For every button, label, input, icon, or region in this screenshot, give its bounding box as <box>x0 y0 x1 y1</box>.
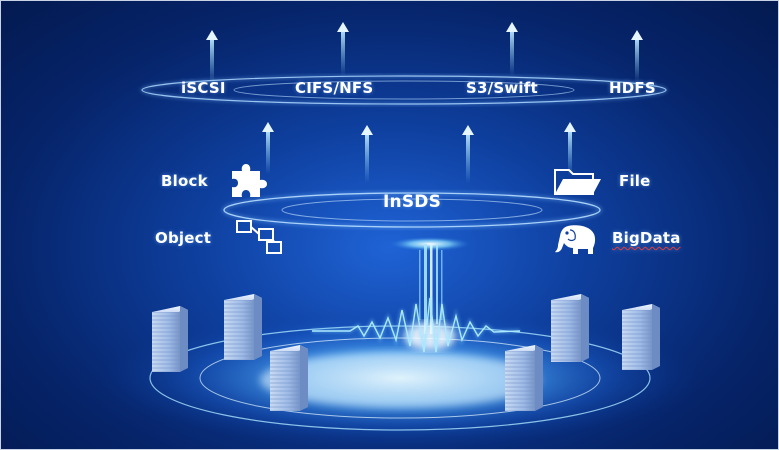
storage-block-label: Block <box>161 172 208 190</box>
protocol-hdfs-label: HDFS <box>609 79 656 97</box>
server-rack-left-front <box>270 345 308 411</box>
protocol-iscsi-label: iSCSI <box>181 79 226 97</box>
storage-bigdata-label: BigData <box>612 229 681 247</box>
server-rack-right-back <box>622 304 660 370</box>
object-nodes-icon <box>236 220 282 254</box>
core-beam <box>390 237 470 350</box>
server-rack-right-mid <box>551 294 589 362</box>
protocol-s3-swift-label: S3/Swift <box>466 79 538 97</box>
arrows-top <box>206 22 643 84</box>
folder-icon <box>554 169 601 195</box>
heartbeat-line <box>312 297 521 353</box>
core-title: InSDS <box>383 192 442 212</box>
server-rack-right-front <box>505 345 543 411</box>
arrows-middle <box>262 122 576 183</box>
server-rack-left-mid <box>224 294 262 360</box>
core-ring <box>221 190 603 230</box>
elephant-icon <box>555 225 596 254</box>
protocol-ring <box>140 74 668 106</box>
storage-object-label: Object <box>155 229 212 247</box>
puzzle-icon <box>232 164 267 197</box>
storage-file-label: File <box>619 172 651 190</box>
protocol-cifs-nfs-label: CIFS/NFS <box>295 79 374 97</box>
server-rack-left-back <box>152 306 188 372</box>
